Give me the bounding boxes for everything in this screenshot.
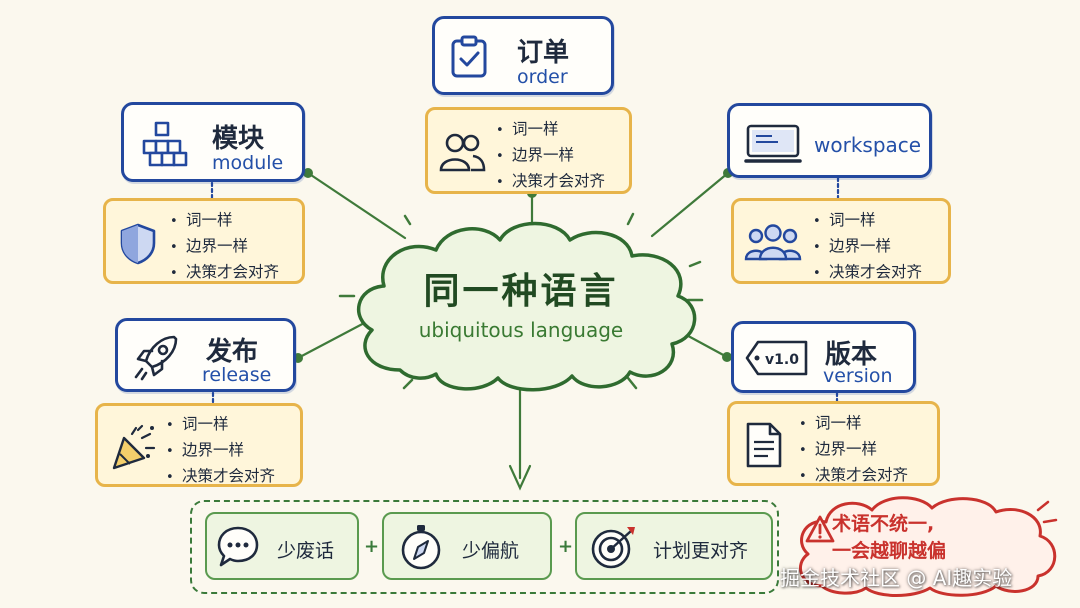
cubes-icon [142,121,188,167]
concept-release-zh: 发布 [206,337,259,367]
detail-version-item-2: 边界一样 [799,437,908,463]
detail-order-item-3: 决策才会对齐 [496,169,605,195]
chat-bubble-icon [217,526,259,567]
detail-workspace-item-3: 决策才会对齐 [813,260,922,286]
concept-release-en: release [202,364,272,386]
detail-order-item-1: 词一样 [496,117,605,143]
concept-module-en: module [212,152,284,174]
compass-icon [401,525,441,570]
team-icon [744,224,802,261]
version-tag-icon: v1.0 [745,340,808,376]
plus-sign-1: + [364,536,380,557]
concept-workspace: workspace [727,103,932,178]
result-plan-aligned: 计划更对齐 [575,512,773,580]
result-less-talk: 少废话 [205,512,359,580]
people-icon [439,133,486,172]
concept-release: 发布 release [115,318,296,392]
concept-order: 订单 order [432,16,614,95]
detail-workspace-item-2: 边界一样 [813,234,922,260]
result-plan-aligned-label: 计划更对齐 [653,540,749,562]
detail-module-item-3: 决策才会对齐 [170,260,279,286]
detail-workspace-item-1: 词一样 [813,208,922,234]
concept-version-zh: 版本 [825,340,878,370]
concept-workspace-en: workspace [814,133,922,157]
clipboard-check-icon [451,35,487,78]
results-group [190,500,779,594]
detail-release-item-2: 边界一样 [166,438,275,464]
result-less-drift-label: 少偏航 [462,540,520,562]
warning-line-1: 术语不统一, [832,513,935,535]
detail-version: 词一样 边界一样 决策才会对齐 [727,401,940,486]
detail-module-item-2: 边界一样 [170,234,279,260]
detail-release-item-1: 词一样 [166,412,275,438]
concept-version: v1.0 版本 version [731,321,916,393]
concept-version-en: version [823,365,893,387]
target-icon [591,527,635,569]
warning-text: 术语不统一, 一会越聊越偏 [832,511,946,565]
detail-order: 词一样 边界一样 决策才会对齐 [425,107,632,194]
warning-icon [805,515,835,543]
detail-workspace: 词一样 边界一样 决策才会对齐 [731,198,951,284]
language-cloud [356,221,697,392]
concept-order-zh: 订单 [517,38,570,68]
detail-order-item-2: 边界一样 [496,143,605,169]
concept-module: 模块 module [121,102,305,182]
warning-line-2: 一会越聊越偏 [832,540,947,562]
party-popper-icon [112,424,156,470]
result-less-drift: 少偏航 [382,512,552,580]
monitor-icon [744,124,802,163]
detail-version-item-3: 决策才会对齐 [799,463,908,489]
detail-release-item-3: 决策才会对齐 [166,464,275,490]
rocket-icon [134,335,178,381]
plus-sign-2: + [558,536,574,557]
center-subtitle: ubiquitous language [418,318,624,342]
center-title: 同一种语言 [423,271,619,312]
detail-module: 词一样 边界一样 决策才会对齐 [103,198,305,284]
shield-icon [120,223,156,265]
detail-release: 词一样 边界一样 决策才会对齐 [95,403,303,487]
detail-version-item-1: 词一样 [799,411,908,437]
version-tag-text: v1.0 [765,352,799,368]
document-icon [746,422,782,468]
detail-module-item-1: 词一样 [170,208,279,234]
concept-order-en: order [517,66,568,88]
concept-module-zh: 模块 [212,124,265,154]
watermark: 掘金技术社区 @ AI趣实验 [780,566,1013,590]
result-less-talk-label: 少废话 [277,540,335,562]
